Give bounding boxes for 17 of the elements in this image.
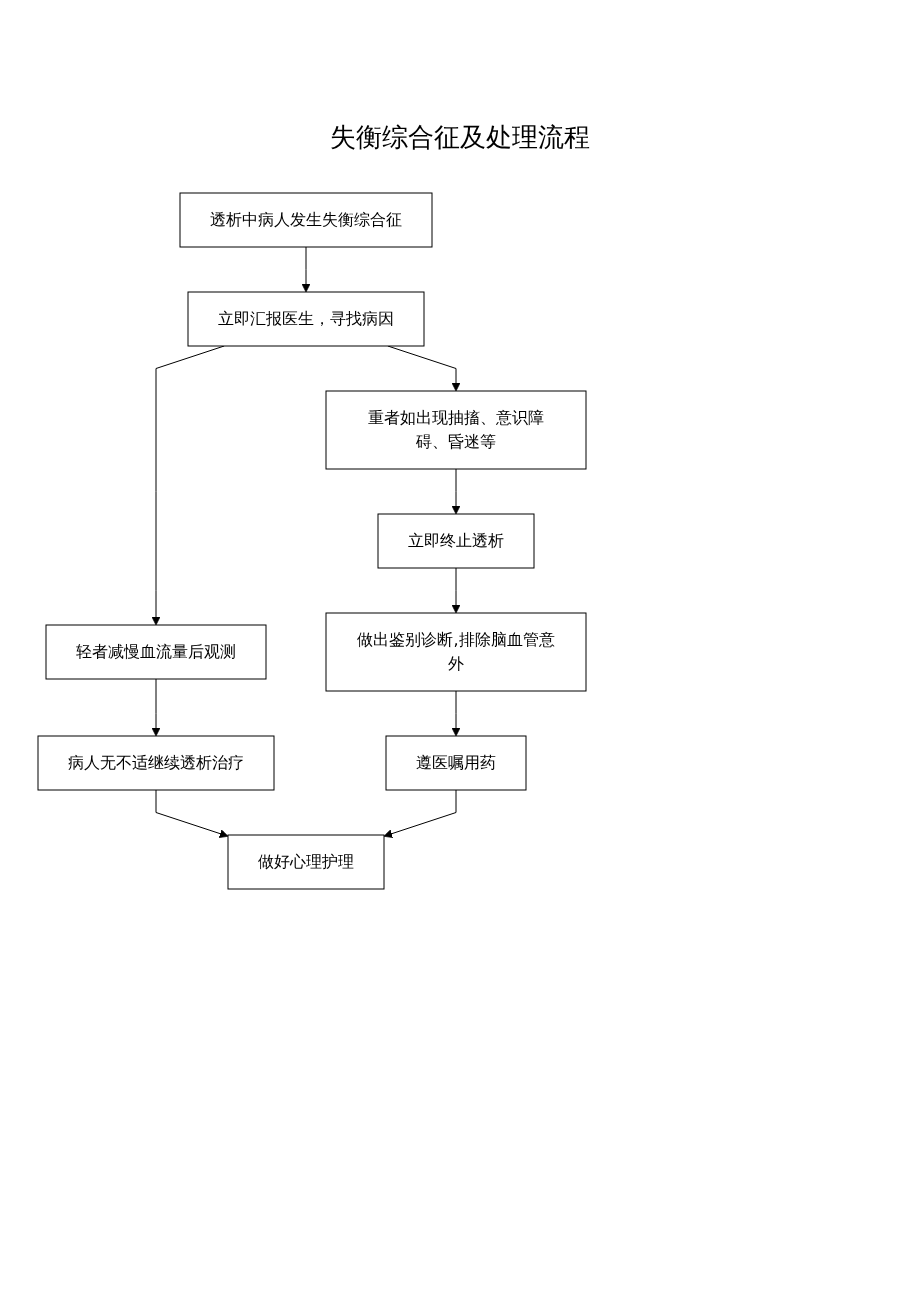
diagram-title: 失衡综合征及处理流程: [329, 121, 591, 154]
arrow: [451, 567, 461, 614]
node-box: 遵医嘱用药: [385, 735, 527, 791]
arrow: [451, 468, 461, 515]
arrow: [451, 690, 461, 737]
node-box: 重者如出现抽搐、意识障碍、昏迷等: [325, 390, 587, 470]
arrow: [155, 789, 229, 838]
arrow: [301, 246, 311, 293]
node-box: 透析中病人发生失衡综合征: [179, 192, 433, 248]
node-box: 轻者减慢血流量后观测: [45, 624, 267, 680]
node-box: 做好心理护理: [227, 834, 385, 890]
node-box: 做出鉴别诊断,排除脑血管意外: [325, 612, 587, 692]
arrow: [383, 789, 457, 838]
node-box: 立即终止透析: [377, 513, 535, 569]
arrow: [151, 678, 161, 737]
node-box: 病人无不适继续透析治疗: [37, 735, 275, 791]
node-box: 立即汇报医生，寻找病因: [187, 291, 425, 347]
